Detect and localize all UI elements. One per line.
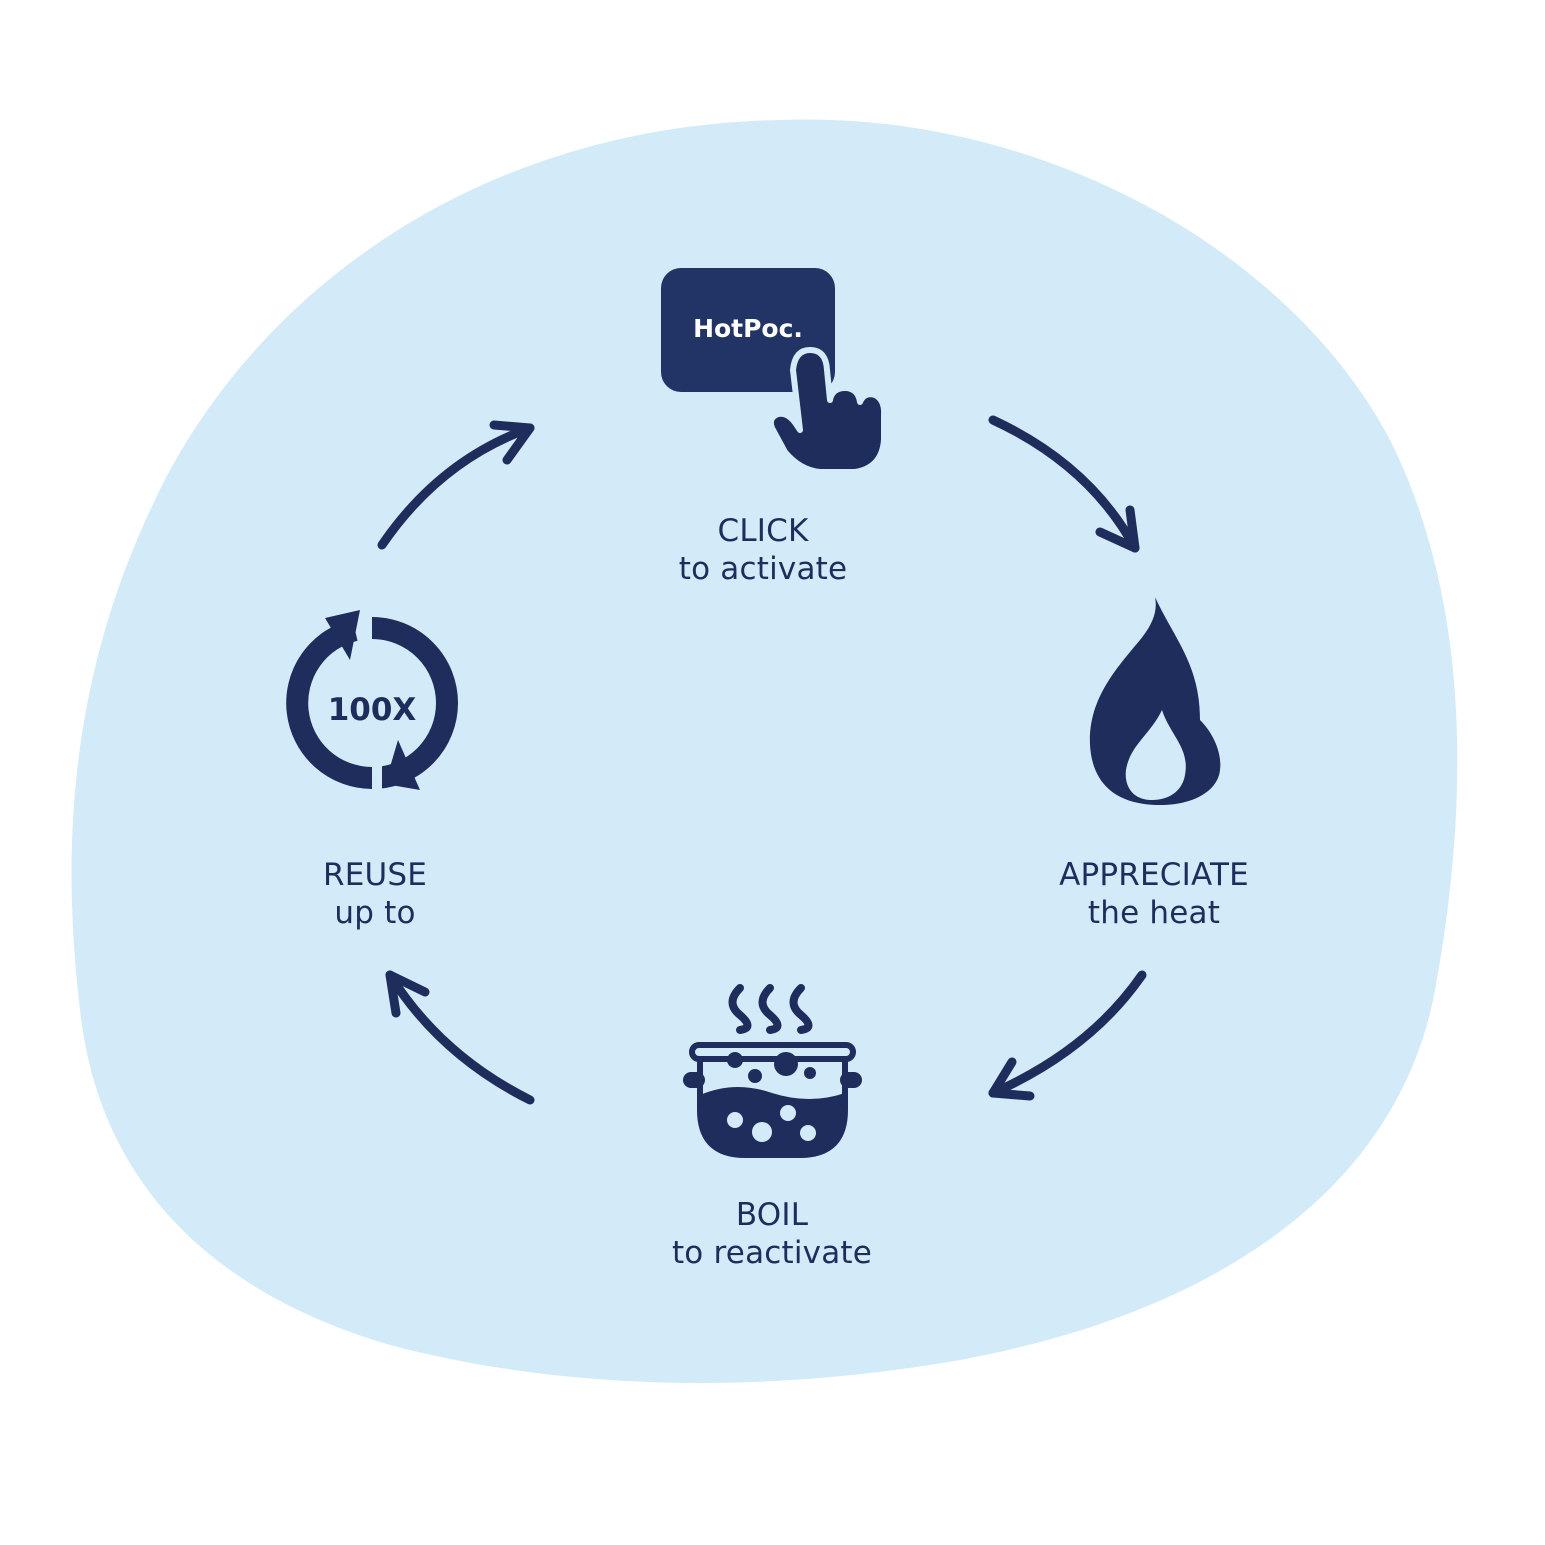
arrow-reuse-to-click bbox=[377, 420, 535, 550]
step-label-appreciate: APPRECIATE the heat bbox=[984, 856, 1324, 932]
reuse-count-badge: 100X bbox=[328, 692, 417, 728]
hotpoc-pack bbox=[661, 268, 835, 392]
background-blob bbox=[71, 119, 1458, 1383]
step-title: REUSE bbox=[322, 857, 428, 893]
arrow-boil-to-reuse bbox=[385, 970, 535, 1105]
step-title: CLICK bbox=[717, 513, 809, 549]
step-label-reuse: REUSE up to bbox=[205, 856, 545, 932]
cycle-arrows-icon: 100X bbox=[286, 610, 458, 795]
step-subtitle: up to bbox=[334, 895, 416, 931]
step-label-click: CLICK to activate bbox=[593, 512, 933, 588]
step-subtitle: to reactivate bbox=[671, 1235, 873, 1271]
hotpoc-brand: HotPoc. bbox=[693, 314, 803, 343]
flame-icon bbox=[1089, 597, 1221, 805]
step-title: BOIL bbox=[735, 1197, 809, 1233]
arrow-heat-to-boil bbox=[988, 970, 1147, 1101]
hand-pointer-icon: HotPoc. bbox=[661, 268, 888, 475]
step-subtitle: the heat bbox=[1087, 895, 1221, 931]
step-subtitle: to activate bbox=[678, 551, 848, 587]
boiling-pot-icon bbox=[683, 984, 862, 1158]
arrow-click-to-heat bbox=[988, 415, 1140, 553]
step-title: APPRECIATE bbox=[1059, 857, 1249, 893]
step-label-boil: BOIL to reactivate bbox=[602, 1196, 942, 1272]
